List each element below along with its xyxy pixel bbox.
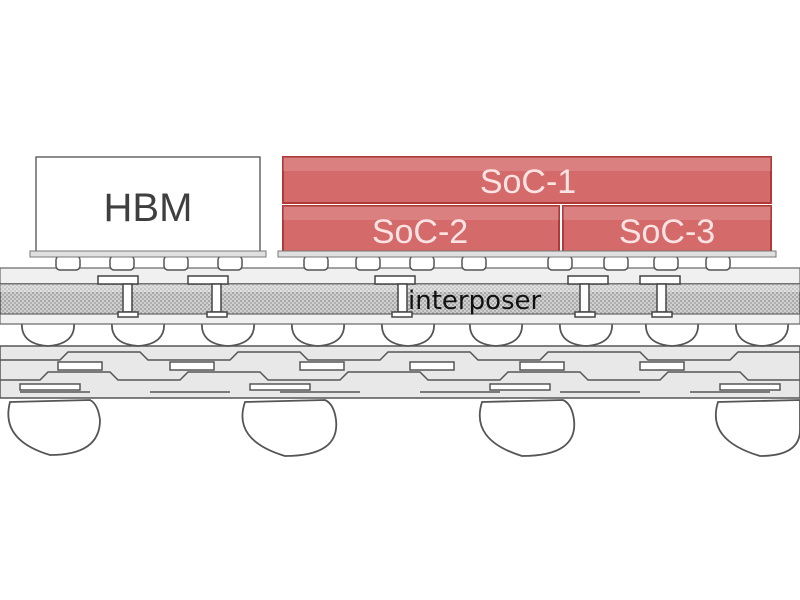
soc-2-label: SoC-2	[372, 213, 468, 251]
soc-1-label: SoC-1	[480, 163, 576, 201]
hbm-die: HBM	[29, 156, 267, 258]
interposer-label: interposer	[408, 286, 542, 316]
micro-bumps	[55, 255, 731, 271]
package-substrate	[0, 345, 800, 399]
soc-stack: SoC-1 SoC-2 SoC-3	[277, 156, 777, 258]
soc-3-label: SoC-3	[619, 213, 715, 251]
c4-bumps	[21, 321, 789, 347]
interposer-layer: interposer	[0, 267, 800, 325]
hbm-label: HBM	[104, 186, 193, 230]
bga-solder-balls	[7, 399, 800, 457]
